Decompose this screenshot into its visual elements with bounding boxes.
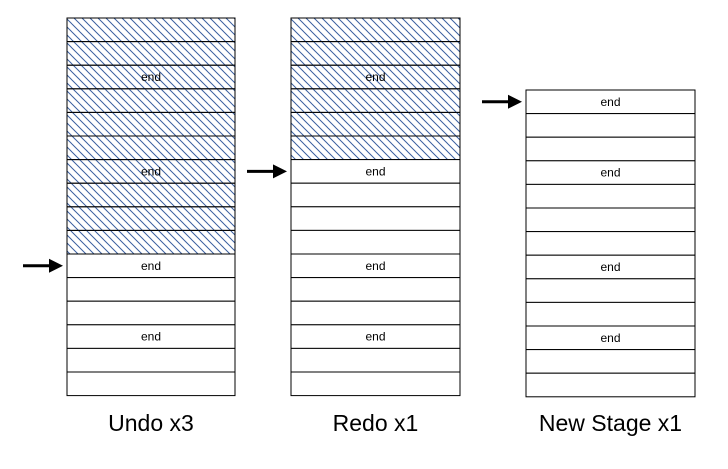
undone-row	[66, 135, 236, 161]
row-label: end	[600, 260, 620, 274]
history-row	[525, 278, 696, 303]
history-row	[525, 301, 696, 327]
history-row	[66, 371, 236, 397]
pointer-arrow	[482, 94, 522, 109]
undone-row	[290, 41, 461, 66]
undone-row	[66, 229, 236, 255]
history-row	[66, 347, 236, 373]
undone-row	[290, 88, 461, 113]
row-label: end	[141, 164, 161, 178]
pointer-arrow	[247, 164, 287, 179]
undone-row	[290, 111, 461, 137]
history-row	[290, 229, 461, 255]
row-label: end	[141, 330, 161, 344]
history-row	[525, 349, 696, 374]
history-row	[290, 182, 461, 208]
stack-caption: Redo x1	[333, 410, 419, 436]
history-row	[525, 207, 696, 233]
pointer-arrow-head	[273, 164, 287, 179]
history-row	[290, 347, 461, 373]
pointer-arrow-head	[508, 94, 522, 109]
pointer-arrow	[23, 258, 63, 273]
history-row	[290, 277, 461, 302]
undone-row	[290, 135, 461, 161]
undone-row	[290, 17, 461, 43]
undone-row	[66, 182, 236, 208]
history-row	[290, 206, 461, 231]
history-row	[525, 231, 696, 256]
row-label: end	[600, 166, 620, 180]
row-label: end	[365, 70, 385, 84]
history-row	[290, 371, 461, 397]
row-label: end	[600, 331, 620, 345]
row-label: end	[141, 259, 161, 273]
stack-new-stage: end end end end New Stage x1	[482, 89, 696, 436]
stack-cells: end end end end	[525, 89, 696, 398]
row-label: end	[141, 70, 161, 84]
history-row	[66, 300, 236, 326]
history-row	[290, 300, 461, 326]
history-row	[525, 136, 696, 162]
stack-caption: Undo x3	[108, 410, 194, 436]
undone-row	[66, 206, 236, 231]
row-label: end	[365, 164, 385, 178]
history-row	[525, 113, 696, 138]
pointer-arrow-head	[49, 258, 63, 273]
stack-cells: end end end end	[66, 17, 236, 397]
undone-row	[66, 111, 236, 137]
history-row	[525, 372, 696, 398]
undone-row	[66, 41, 236, 66]
stack-cells: end end end end	[290, 17, 461, 397]
row-label: end	[365, 259, 385, 273]
stack-caption: New Stage x1	[539, 410, 682, 436]
history-row	[525, 183, 696, 209]
undone-row	[66, 88, 236, 113]
row-label: end	[365, 330, 385, 344]
history-row	[66, 277, 236, 302]
undone-row	[66, 17, 236, 43]
row-label: end	[600, 95, 620, 109]
stack-undo: end end end end Undo x3	[23, 17, 236, 436]
stack-redo: end end end end Redo x1	[247, 17, 461, 436]
